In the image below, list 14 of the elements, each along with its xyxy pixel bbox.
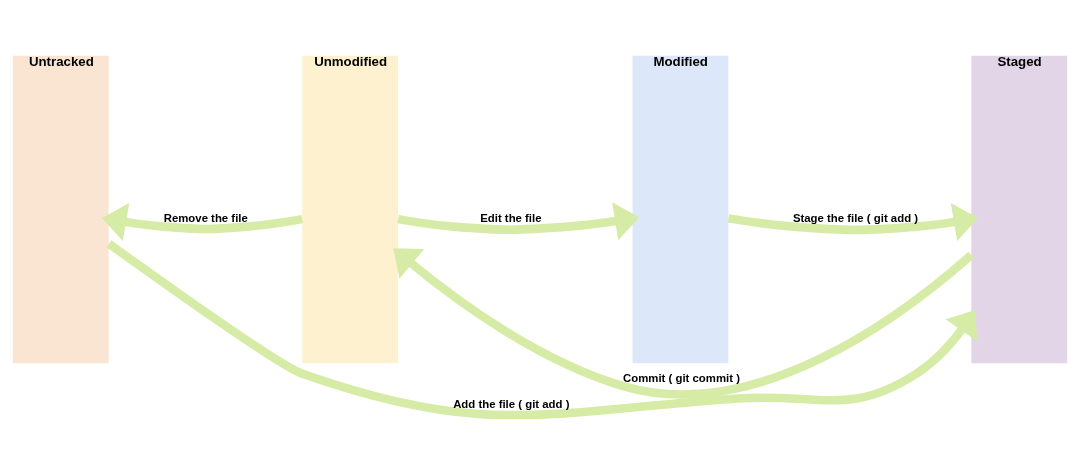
arrow [727,202,979,241]
node-box: Staged [971,55,1068,363]
arrow [106,239,978,419]
edge-label: Edit the file [480,211,542,224]
edge-label: Remove the file [163,211,248,224]
arrow [393,247,974,398]
edge-label: Add the file ( git add ) [453,397,570,410]
edge-label: Commit ( git commit ) [623,371,740,384]
edge-label: Stage the file ( git add ) [792,211,919,224]
arrow [101,202,303,241]
node-box: Untracked [12,55,109,363]
node-box: Modified [632,55,729,363]
node-box: Unmodified [302,55,399,363]
arrow [397,201,640,240]
